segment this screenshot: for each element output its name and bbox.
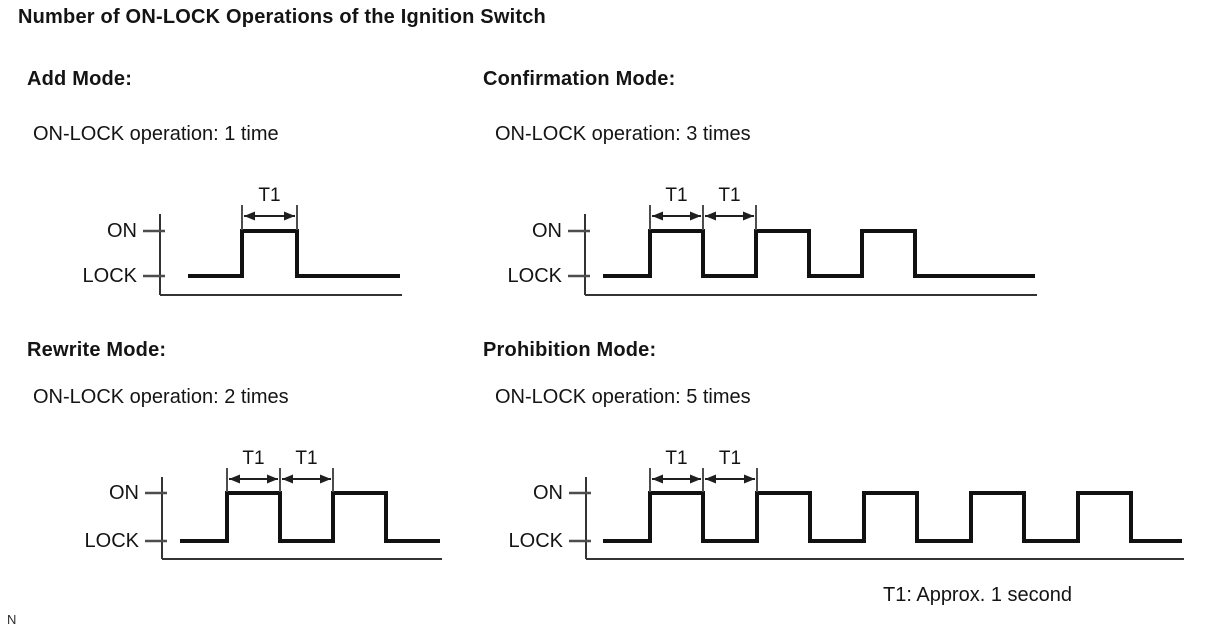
t1-label: T1	[665, 185, 687, 206]
arrow-right-icon	[284, 211, 295, 221]
arrow-left-icon	[705, 211, 716, 221]
waveform-add-mode: ON LOCK T1	[83, 185, 402, 296]
t1-label: T1	[719, 448, 741, 469]
lock-level-label: LOCK	[509, 530, 564, 552]
lock-level-label: LOCK	[83, 265, 138, 287]
waveform-prohibition-mode: ON LOCK T1 T1	[509, 448, 1184, 560]
on-level-label: ON	[107, 220, 137, 242]
arrow-left-icon	[705, 474, 716, 484]
prohibition-mode-operation: ON-LOCK operation: 5 times	[495, 386, 751, 408]
square-wave	[603, 491, 1182, 543]
arrow-left-icon	[652, 474, 663, 484]
t1-label: T1	[295, 448, 317, 469]
add-mode-operation: ON-LOCK operation: 1 time	[33, 123, 279, 145]
arrow-left-icon	[244, 211, 255, 221]
on-level-label: ON	[532, 220, 562, 242]
arrow-right-icon	[267, 474, 278, 484]
arrow-right-icon	[744, 474, 755, 484]
rewrite-mode-heading: Rewrite Mode:	[27, 339, 167, 361]
arrow-left-icon	[652, 211, 663, 221]
arrow-right-icon	[690, 211, 701, 221]
arrow-left-icon	[229, 474, 240, 484]
t1-label: T1	[718, 185, 740, 206]
t1-label: T1	[258, 185, 280, 206]
arrow-right-icon	[743, 211, 754, 221]
square-wave	[603, 229, 1035, 278]
on-level-label: ON	[109, 482, 139, 504]
rewrite-mode-operation: ON-LOCK operation: 2 times	[33, 386, 289, 408]
t1-footnote: T1: Approx. 1 second	[883, 584, 1073, 606]
add-mode-heading: Add Mode:	[27, 68, 133, 90]
waveform-rewrite-mode: ON LOCK T1 T1	[85, 448, 442, 560]
lock-level-label: LOCK	[85, 530, 140, 552]
t1-label: T1	[242, 448, 264, 469]
t1-label: T1	[665, 448, 687, 469]
page-title: Number of ON-LOCK Operations of the Igni…	[18, 6, 546, 28]
prohibition-mode-heading: Prohibition Mode:	[483, 339, 657, 361]
lock-level-label: LOCK	[508, 265, 563, 287]
arrow-right-icon	[690, 474, 701, 484]
page-marker: N	[7, 612, 17, 627]
arrow-left-icon	[282, 474, 293, 484]
waveform-confirmation-mode: ON LOCK T1 T1	[508, 185, 1037, 296]
on-level-label: ON	[533, 482, 563, 504]
arrow-right-icon	[320, 474, 331, 484]
confirmation-mode-heading: Confirmation Mode:	[483, 68, 676, 90]
square-wave	[180, 491, 440, 543]
confirmation-mode-operation: ON-LOCK operation: 3 times	[495, 123, 751, 145]
square-wave	[188, 229, 400, 278]
